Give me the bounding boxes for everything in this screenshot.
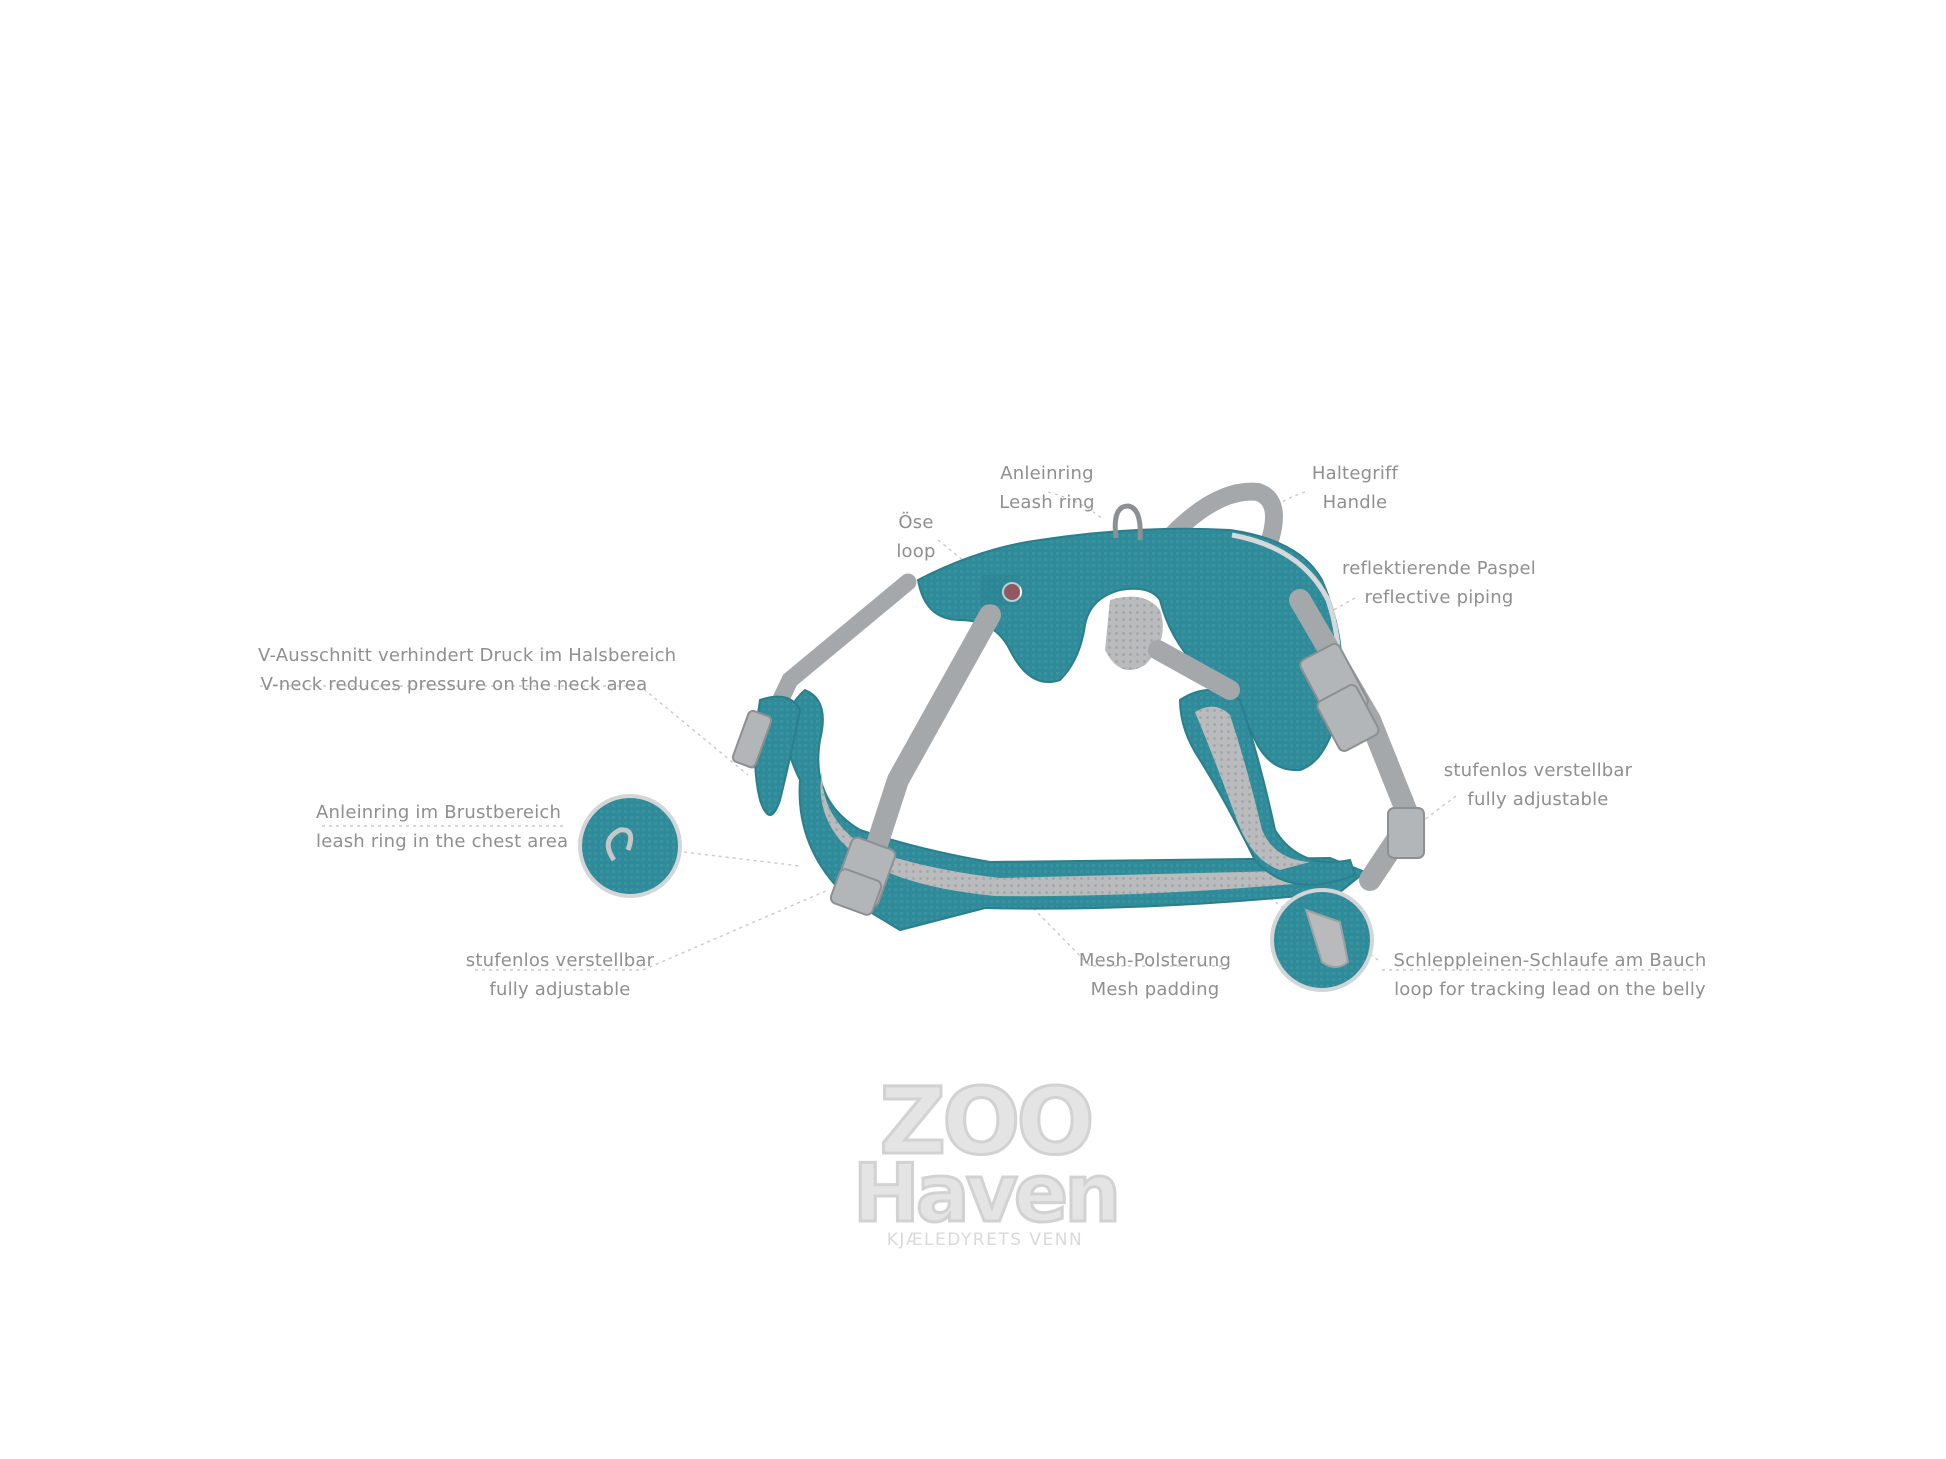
leash-ring-icon bbox=[1112, 503, 1143, 541]
label-v-neck-de: V-Ausschnitt verhindert Druck im Halsber… bbox=[258, 645, 677, 666]
belly-loop-detail bbox=[1270, 888, 1374, 992]
label-handle: Haltegriff Handle bbox=[1290, 459, 1420, 517]
watermark-line2: Haven bbox=[851, 1147, 1122, 1240]
label-v-neck: V-Ausschnitt verhindert Druck im Halsber… bbox=[258, 641, 677, 699]
label-leash-ring-en: Leash ring bbox=[999, 492, 1095, 513]
label-chest-ring-en: leash ring in the chest area bbox=[316, 831, 569, 852]
label-leash-ring-de: Anleinring bbox=[1000, 463, 1094, 484]
label-adjustable-right: stufenlos verstellbar fully adjustable bbox=[1428, 756, 1648, 814]
label-belly-loop-de: Schleppleinen-Schlaufe am Bauch bbox=[1393, 950, 1707, 971]
buckle-right-bottom bbox=[1387, 807, 1425, 859]
label-adjustable-right-de: stufenlos verstellbar bbox=[1443, 760, 1633, 781]
watermark-line1: ZOO bbox=[878, 1068, 1096, 1175]
label-reflective: reflektierende Paspel reflective piping bbox=[1334, 554, 1544, 612]
label-adjustable-left: stufenlos verstellbar fully adjustable bbox=[450, 946, 670, 1004]
label-mesh: Mesh-Polsterung Mesh padding bbox=[1060, 946, 1250, 1004]
front-strap bbox=[861, 604, 1001, 871]
zoo-haven-watermark-logo: ZOO Haven KJÆLEDYRETS VENN bbox=[840, 1068, 1130, 1280]
handle-strap bbox=[1163, 482, 1283, 549]
label-adjustable-left-de: stufenlos verstellbar bbox=[465, 950, 655, 971]
label-adjustable-left-en: fully adjustable bbox=[489, 979, 631, 1000]
watermark-tagline: KJÆLEDYRETS VENN bbox=[886, 1230, 1084, 1250]
buckle-side bbox=[731, 709, 773, 769]
label-chest-ring: Anleinring im Brustbereich leash ring in… bbox=[316, 798, 569, 856]
label-loop: Öse loop bbox=[880, 508, 952, 566]
leader-adjustable-left bbox=[475, 889, 829, 971]
chest-ring-detail bbox=[578, 794, 682, 898]
leader-mesh bbox=[1029, 904, 1222, 967]
label-loop-en: loop bbox=[896, 541, 936, 562]
belly-mesh bbox=[1195, 706, 1310, 870]
harness bbox=[731, 482, 1425, 932]
label-loop-de: Öse bbox=[898, 512, 934, 533]
buckle-left bbox=[829, 836, 897, 916]
label-handle-de: Haltegriff bbox=[1311, 463, 1399, 484]
leader-leash-ring bbox=[1047, 491, 1105, 521]
label-mesh-en: Mesh padding bbox=[1090, 979, 1220, 1000]
brand-badge-icon bbox=[1002, 582, 1022, 602]
label-belly-loop-en: loop for tracking lead on the belly bbox=[1394, 979, 1706, 1000]
leader-chest-ring-2 bbox=[683, 851, 801, 867]
leader-loop bbox=[937, 539, 976, 571]
label-v-neck-en: V-neck reduces pressure on the neck area bbox=[260, 674, 648, 695]
leader-adjustable-right bbox=[1419, 795, 1457, 824]
label-belly-loop: Schleppleinen-Schlaufe am Bauch loop for… bbox=[1390, 946, 1710, 1004]
label-chest-ring-de: Anleinring im Brustbereich bbox=[316, 802, 562, 823]
buckle-right-top bbox=[1299, 642, 1380, 752]
leader-reflective bbox=[1329, 597, 1356, 613]
belly-strap bbox=[1148, 640, 1240, 700]
label-adjustable-right-en: fully adjustable bbox=[1467, 789, 1609, 810]
label-reflective-en: reflective piping bbox=[1364, 587, 1514, 608]
label-reflective-de: reflektierende Paspel bbox=[1342, 558, 1536, 579]
mesh-padding bbox=[820, 770, 1338, 897]
label-leash-ring: Anleinring Leash ring bbox=[972, 459, 1122, 517]
leader-v-neck bbox=[260, 685, 749, 776]
label-mesh-de: Mesh-Polsterung bbox=[1078, 950, 1232, 971]
label-handle-en: Handle bbox=[1322, 492, 1388, 513]
